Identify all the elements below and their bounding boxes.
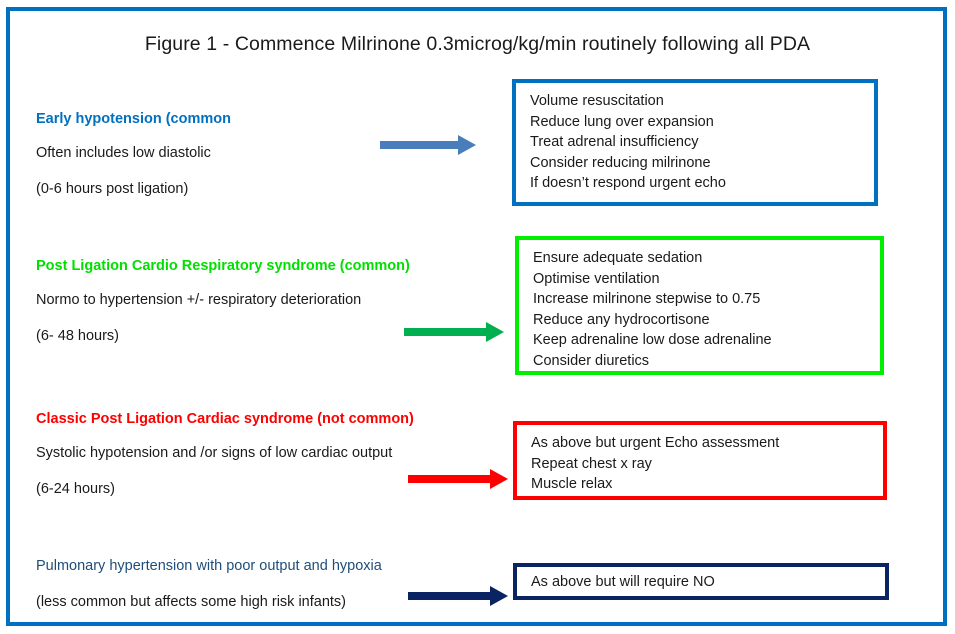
box-line: If doesn’t respond urgent echo (530, 175, 726, 192)
box-line: Reduce lung over expansion (530, 113, 714, 130)
section-timing-line: (0-6 hours post ligation) (36, 181, 189, 198)
arrow-early-hypotension (380, 135, 476, 155)
section-pulmonary-hypertension-text: Pulmonary hypertension with poor output … (36, 557, 382, 611)
section-heading-early-hypotension: Early hypotension (common (36, 111, 231, 127)
box-line: Increase milrinone stepwise to 0.75 (533, 291, 761, 308)
section-detail-line: (less common but affects some high risk … (36, 594, 346, 611)
section-early-hypotension-text: Early hypotension (common Often includes… (36, 110, 231, 198)
section-detail-line: Normo to hypertension +/- respiratory de… (36, 292, 362, 309)
box-line: Volume resuscitation (530, 93, 664, 109)
arrow-classic-post-ligation-cardiac (408, 469, 508, 489)
section-heading-classic-post-ligation-cardiac: Classic Post Ligation Cardiac syndrome (… (36, 411, 414, 427)
arrow-post-ligation-cardio-respiratory (404, 322, 504, 342)
section-detail-line: Systolic hypotension and /or signs of lo… (36, 445, 393, 462)
box-line: Consider reducing milrinone (530, 154, 711, 171)
section-heading-post-ligation-cardio-respiratory: Post Ligation Cardio Respiratory syndrom… (36, 258, 410, 274)
section-detail-line: Often includes low diastolic (36, 145, 211, 162)
section-timing-line: (6-24 hours) (36, 481, 115, 498)
section-classic-post-ligation-cardiac-text: Classic Post Ligation Cardiac syndrome (… (36, 410, 414, 498)
box-line: As above but will require NO (531, 574, 715, 590)
info-box-classic-post-ligation-cardiac: As above but urgent Echo assessment Repe… (513, 421, 887, 500)
info-box-early-hypotension: Volume resuscitation Reduce lung over ex… (512, 79, 878, 206)
arrow-pulmonary-hypertension (408, 586, 508, 606)
box-line: Consider diuretics (533, 352, 650, 369)
info-box-pulmonary-hypertension: As above but will require NO (513, 563, 889, 600)
box-line: Keep adrenaline low dose adrenaline (533, 332, 772, 349)
box-line: Ensure adequate sedation (533, 250, 703, 266)
section-heading-pulmonary-hypertension: Pulmonary hypertension with poor output … (36, 558, 382, 574)
box-line: As above but urgent Echo assessment (531, 435, 780, 451)
box-line: Optimise ventilation (533, 270, 660, 287)
section-post-ligation-cardio-respiratory-text: Post Ligation Cardio Respiratory syndrom… (36, 257, 410, 345)
box-line: Reduce any hydrocortisone (533, 311, 710, 328)
box-line: Muscle relax (531, 476, 613, 493)
section-timing-line: (6- 48 hours) (36, 328, 120, 345)
info-box-post-ligation-cardio-respiratory: Ensure adequate sedation Optimise ventil… (515, 236, 884, 375)
page-title: Figure 1 - Commence Milrinone 0.3microg/… (144, 33, 811, 55)
box-line: Repeat chest x ray (531, 455, 652, 472)
box-line: Treat adrenal insufficiency (530, 134, 699, 151)
